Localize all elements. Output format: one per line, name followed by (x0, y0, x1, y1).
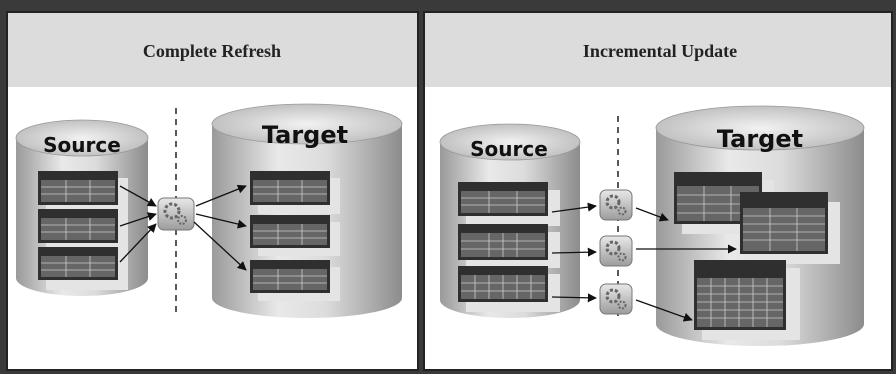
panel-title: Complete Refresh (143, 41, 281, 61)
source-label: Source (43, 133, 121, 157)
gear-process-icon (599, 189, 633, 221)
gear-process-icon (599, 235, 633, 267)
source-table-icon (458, 224, 560, 268)
flow-arrow (551, 247, 597, 257)
flow-arrow (635, 207, 669, 222)
flow-arrow (195, 213, 247, 229)
source-table-icon (458, 182, 560, 226)
target-table-icon (694, 260, 800, 340)
target-table-icon (250, 171, 340, 214)
gear-process-icon (157, 197, 195, 231)
panel-incremental-update: Incremental Update Source Target (423, 11, 893, 371)
panel-complete-refresh: Complete Refresh Source Target (6, 11, 419, 371)
target-label: Target (717, 125, 803, 153)
flow-arrow (551, 202, 597, 213)
flow-arrow (551, 293, 597, 303)
gear-process-icon (599, 283, 633, 315)
target-table-icon (250, 260, 340, 301)
panel-title: Incremental Update (583, 41, 737, 61)
flow-arrow (119, 223, 157, 263)
source-table-icon (38, 247, 128, 290)
flow-arrow (119, 185, 157, 207)
source-label: Source (470, 137, 548, 161)
flow-arrow (195, 184, 247, 207)
title-band (8, 13, 417, 87)
source-table-icon (458, 266, 560, 312)
flow-arrow (193, 221, 247, 271)
flow-arrow (119, 212, 157, 227)
flow-arrow (635, 299, 693, 322)
title-band (425, 13, 891, 87)
target-table-icon (250, 215, 340, 256)
target-label: Target (262, 121, 348, 149)
target-table-icon (740, 192, 840, 264)
